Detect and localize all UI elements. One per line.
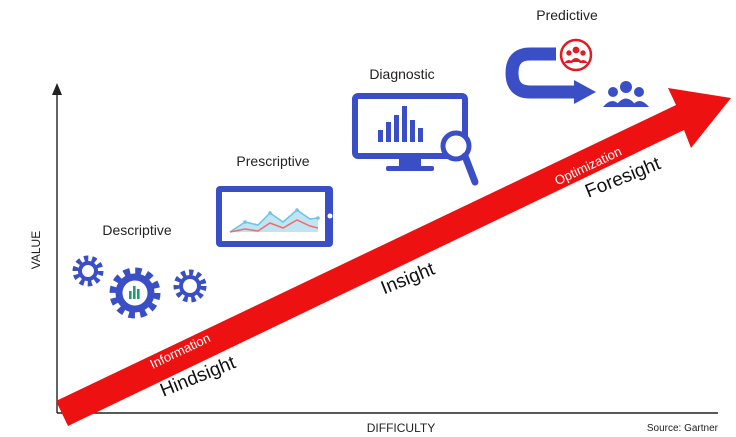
monitor-magnifier-icon bbox=[352, 93, 479, 186]
stage-label-prescriptive: Prescriptive bbox=[236, 153, 309, 169]
group-icon bbox=[603, 81, 649, 107]
u-turn-arrowhead bbox=[574, 80, 596, 104]
y-axis-label: VALUE bbox=[29, 231, 43, 269]
progress-arrow-shape bbox=[56, 88, 731, 426]
progress-arrow: Information Optimization bbox=[56, 88, 731, 426]
x-axis-label: DIFFICULTY bbox=[367, 421, 435, 435]
stage-label-predictive: Predictive bbox=[536, 7, 598, 23]
predictive-icon bbox=[505, 38, 649, 107]
u-turn-arrow-icon bbox=[505, 47, 577, 99]
stage-label-diagnostic: Diagnostic bbox=[369, 66, 434, 82]
small-gear-right-icon bbox=[173, 269, 207, 303]
stage-label-descriptive: Descriptive bbox=[102, 222, 171, 238]
source-caption: Source: Gartner bbox=[647, 423, 719, 434]
y-axis-arrowhead bbox=[52, 83, 62, 95]
gears-icon bbox=[72, 255, 207, 319]
large-gear-center-icon bbox=[109, 267, 161, 319]
small-gear-left-icon bbox=[72, 255, 104, 287]
group-badge-icon bbox=[559, 38, 593, 72]
tablet-chart-icon bbox=[216, 186, 333, 247]
axes: VALUE DIFFICULTY bbox=[29, 83, 718, 435]
